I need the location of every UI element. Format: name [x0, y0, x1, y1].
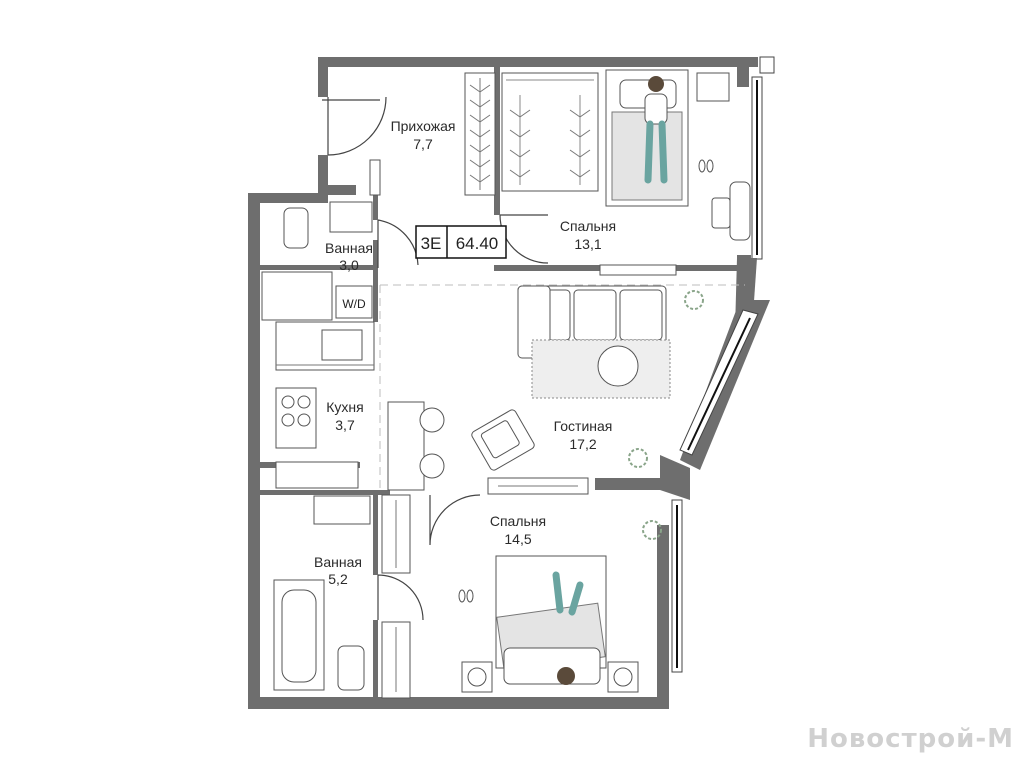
- living-name: Гостиная: [554, 418, 613, 434]
- washer-dryer-label: W/D: [342, 297, 366, 311]
- desk-top-bedroom: [711, 181, 751, 241]
- kitchen-name: Кухня: [326, 399, 363, 415]
- kitchen-fixtures: [275, 321, 375, 489]
- bar-counter: [387, 401, 445, 491]
- kitchen-area: 3,7: [335, 417, 355, 433]
- tv-stand-top: [599, 264, 677, 276]
- hallway-name: Прихожая: [391, 118, 456, 134]
- apartment-code: 3E: [421, 234, 442, 253]
- bed-bottom: [461, 555, 639, 693]
- bathroom-large-name: Ванная: [314, 554, 362, 570]
- walk-in-closet: [501, 72, 599, 192]
- bathroom-small-area: 3,0: [339, 257, 359, 273]
- bedroom-bottom-name: Спальня: [490, 513, 546, 529]
- plant-icon: [628, 290, 704, 540]
- slippers-top: [698, 159, 714, 173]
- interior-walls: [260, 67, 741, 700]
- watermark: Новострой-М: [807, 724, 1014, 754]
- slippers-bottom: [458, 589, 474, 603]
- bedroom-top-name: Спальня: [560, 218, 616, 234]
- doors: [322, 96, 549, 621]
- large-bathroom-fixtures: [273, 495, 371, 691]
- bathroom-large-area: 5,2: [328, 571, 348, 587]
- living-area: 17,2: [569, 436, 596, 452]
- bedroom-bottom-area: 14,5: [504, 531, 531, 547]
- hallway-wardrobe: [369, 72, 496, 196]
- wardrobe-bottom: [381, 494, 411, 699]
- hallway-area: 7,7: [413, 136, 433, 152]
- bathroom-small-name: Ванная: [325, 240, 373, 256]
- armchair: [471, 409, 535, 471]
- small-bathroom-fixtures: [261, 201, 373, 321]
- bed-top: [605, 69, 730, 207]
- bedroom-top-area: 13,1: [574, 236, 601, 252]
- rug: [531, 339, 671, 399]
- apartment-code-badge: 3E 64.40: [415, 225, 507, 259]
- apartment-area: 64.40: [456, 234, 499, 253]
- exterior-walls: [248, 56, 775, 709]
- room-labels: Прихожая 7,7 Спальня 13,1 Ванная 3,0 Кух…: [314, 118, 616, 587]
- tv-stand: [487, 477, 589, 495]
